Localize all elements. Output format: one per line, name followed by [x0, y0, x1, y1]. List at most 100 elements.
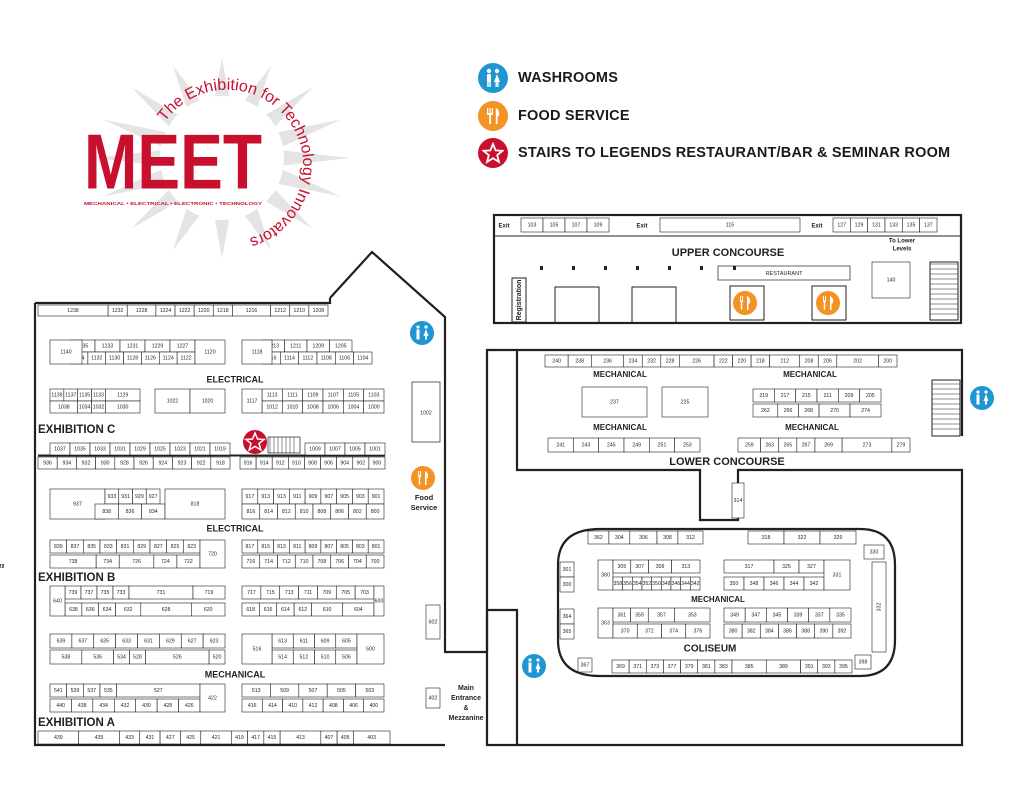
booth-label: 241: [556, 443, 565, 449]
booth: [192, 585, 226, 600]
booth-label: 1001: [369, 447, 381, 453]
fork: [825, 296, 826, 301]
booth-box: [373, 585, 385, 617]
washroom-figure: [416, 325, 420, 329]
booth-label: 426: [185, 703, 194, 709]
booth-label: 127: [837, 223, 846, 229]
booth-label: 814: [264, 509, 273, 515]
booth-label: 1004: [348, 405, 360, 411]
washroom-figure: [535, 662, 541, 669]
booth-label: 364: [563, 614, 572, 620]
booth-label: 332: [876, 603, 882, 612]
fork: [742, 296, 743, 301]
booth-label: 245: [607, 443, 616, 449]
booth-label: 514: [278, 655, 287, 661]
booth-label: 620: [204, 607, 213, 613]
booth-box: [356, 633, 385, 665]
booth-label: 438: [78, 703, 87, 709]
booth-label: 922: [197, 461, 206, 467]
booth-label: 357: [657, 613, 666, 619]
booth-label: 327: [807, 564, 816, 570]
legend-label: FOOD SERVICE: [518, 108, 630, 124]
fork: [740, 301, 743, 310]
booth-label: 719: [205, 590, 214, 596]
main-entrance-label: Entrance: [451, 695, 481, 702]
booth-label: 627: [188, 639, 197, 645]
booth-label: 520: [213, 655, 222, 661]
logo-word: MEET: [84, 118, 262, 206]
booth-label: 434: [99, 703, 108, 709]
booth-label: 900: [373, 461, 382, 467]
booth: [355, 683, 385, 698]
booth-label: 393: [822, 664, 831, 670]
booth-label: 350: [652, 581, 661, 587]
booth: 360: [597, 559, 614, 591]
booth: [834, 659, 853, 674]
booth-label: 903: [356, 494, 365, 500]
booth-box: [425, 604, 441, 640]
booth-label: 1020: [202, 399, 214, 405]
booth-label: 377: [668, 664, 677, 670]
booth-label: 913: [261, 494, 270, 500]
booth-label: 616: [264, 607, 273, 613]
booth: 314: [731, 482, 745, 519]
booth: [105, 400, 141, 414]
booth-label: 1118: [252, 349, 263, 355]
booth-label: 217: [781, 393, 790, 399]
booth-label: 634: [103, 607, 112, 613]
booth-label: 711: [304, 590, 312, 596]
booth-label: 325: [782, 564, 791, 570]
booth-label: 605: [342, 639, 351, 645]
booth-label: 541: [54, 688, 63, 694]
booth-label: 415: [268, 735, 277, 741]
booth-label: 1212: [274, 308, 286, 314]
booth-label: 140: [887, 277, 896, 283]
booth-label: 813: [277, 544, 286, 550]
booth: 398: [854, 654, 872, 670]
booth-row: 1134113211301128112611241122: [69, 351, 196, 365]
booth-label: 835: [87, 544, 96, 550]
washroom-figure: [528, 658, 532, 662]
mechanical-label: MECHANICAL: [593, 370, 647, 379]
booth-label: 503: [365, 688, 374, 694]
booth-box: [164, 488, 226, 520]
booth-label: 604: [354, 607, 363, 613]
restaurant-box: [717, 265, 851, 281]
booth-label: 908: [308, 461, 317, 467]
booth-label: 1209: [312, 344, 324, 350]
booth-box: [871, 561, 887, 653]
booth: 1140: [49, 339, 83, 365]
booth: [308, 304, 329, 317]
booth-label: 306: [639, 535, 648, 541]
booth: [363, 698, 385, 713]
booth-label: 421: [212, 735, 221, 741]
booth-label: 267: [802, 443, 811, 449]
booth: 365: [559, 623, 575, 640]
booth-label: 1012: [266, 405, 278, 411]
booth: [365, 503, 385, 520]
booth-label: 103: [528, 223, 537, 229]
booth-label: 1210: [294, 308, 306, 314]
booth-label: 1038: [58, 405, 70, 411]
booth-label: 345: [773, 613, 782, 619]
legend-stairs: STAIRS TO LEGENDS RESTAURANT/BAR & SEMIN…: [478, 136, 998, 170]
booth: [659, 217, 801, 233]
booth-label: 262: [761, 408, 770, 414]
booth-label: 374: [669, 629, 678, 635]
booth: 300: [559, 576, 575, 593]
booth-label: 209: [845, 393, 854, 399]
booth-label: 716: [247, 559, 256, 565]
pillar: [668, 266, 671, 270]
booth-label: 639: [57, 639, 66, 645]
booth: [685, 623, 711, 639]
booth-label: 537: [87, 688, 96, 694]
booth: [191, 602, 226, 617]
booth-label: 1238: [67, 308, 79, 314]
booth-label: 1222: [179, 308, 191, 314]
booth-label: 211: [824, 393, 832, 399]
booth-label: 1034: [79, 405, 91, 411]
booth-label: 307: [635, 564, 644, 570]
